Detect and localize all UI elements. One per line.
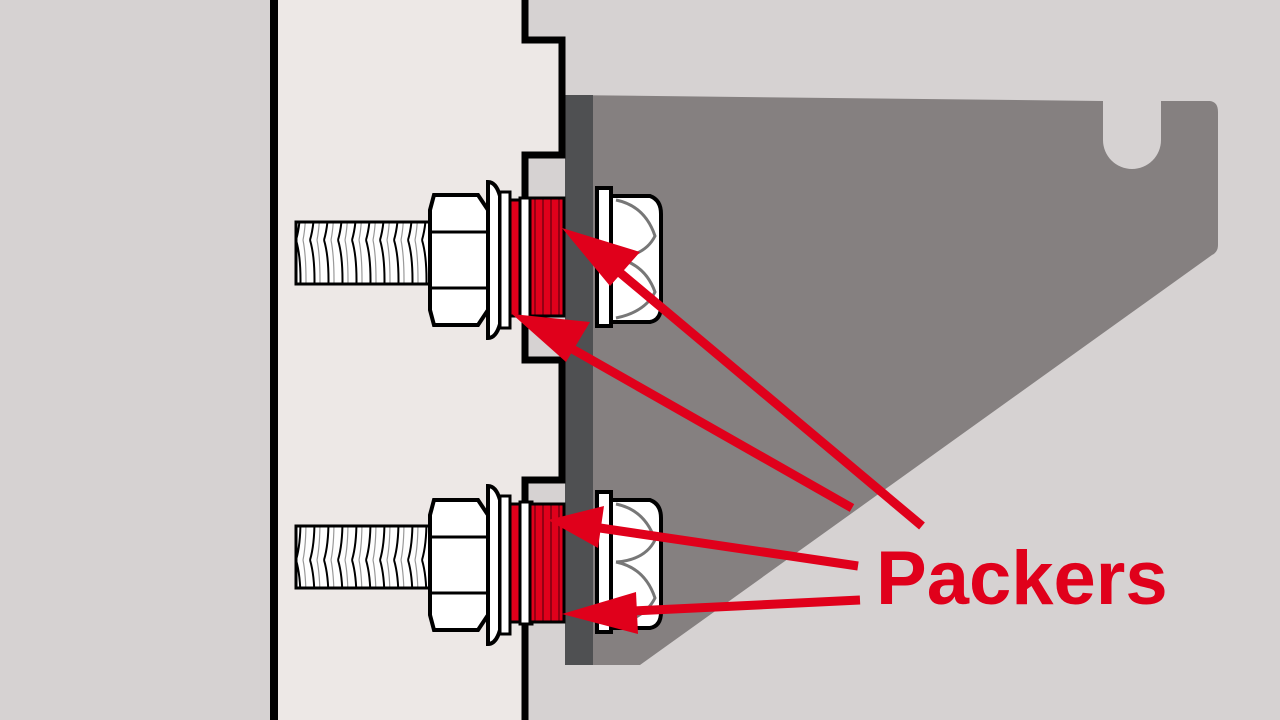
wall-bracket [565,95,1218,665]
bracket-plate [565,95,593,665]
bolt-thread [294,524,438,590]
arrow-head [548,506,604,548]
arrow-head [562,592,638,634]
arrow-head [562,228,640,286]
flange-washer [486,179,502,341]
packer-arrows [512,228,925,634]
bolt-head [428,498,490,632]
arrow-head [512,314,590,362]
bolt-thread [294,220,438,286]
flange-washer [486,483,502,647]
thick-packer [528,196,566,318]
bolt-head [428,193,490,327]
packers-label: Packers [876,536,1168,621]
